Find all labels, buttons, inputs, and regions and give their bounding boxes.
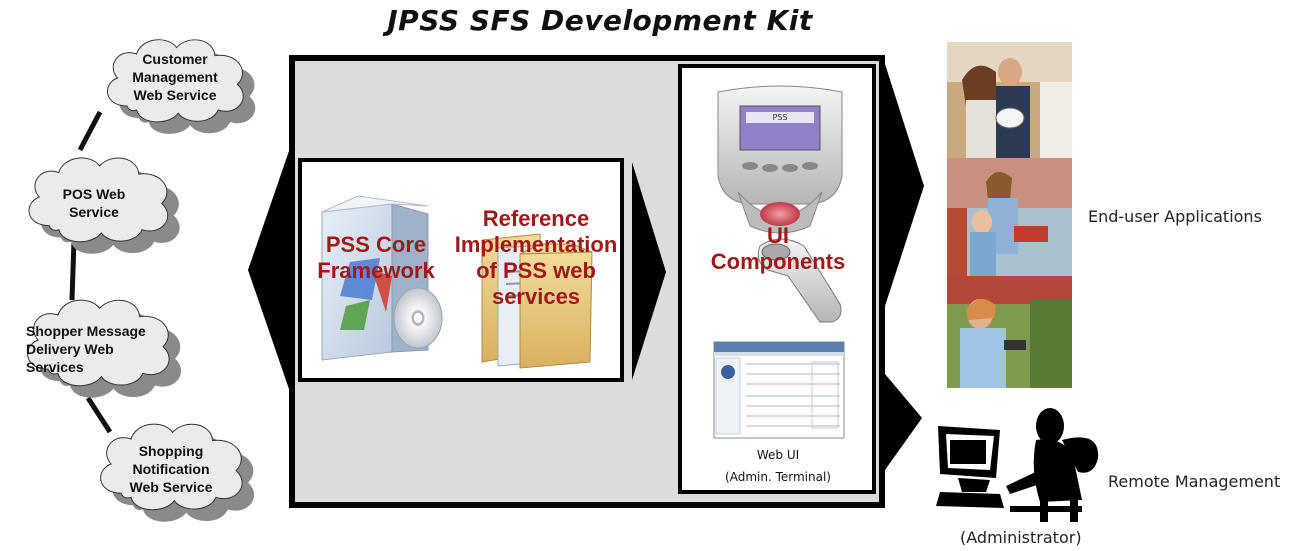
web-ui-label: Web UI (Admin. Terminal) <box>690 444 866 488</box>
pss-device-icon <box>717 85 843 234</box>
core-label-line: PSS Core <box>325 232 427 257</box>
service-label-shopper-message: Shopper Message Delivery Web Services <box>22 322 176 376</box>
service-label-line: Shopper Message <box>26 323 146 339</box>
service-label-line: Service <box>69 204 119 220</box>
ui-label-line: Components <box>710 249 846 274</box>
service-connectors <box>69 110 113 434</box>
service-label-line: Management <box>132 69 218 85</box>
administrator-icon <box>936 408 1099 522</box>
service-label-line: POS Web <box>62 186 126 202</box>
remote-management-label: Remote Management <box>1108 472 1281 491</box>
service-label-line: Services <box>26 359 84 375</box>
ui-label-line: UI <box>767 223 789 248</box>
service-label-line: Web Service <box>129 479 213 495</box>
core-framework-label: PSS Core Framework <box>306 232 446 284</box>
right-arrow-remote <box>885 374 922 470</box>
service-label-line: Customer <box>142 51 208 67</box>
service-label-line: Shopping <box>138 443 204 459</box>
connector-line <box>85 396 113 434</box>
administrator-label: (Administrator) <box>960 528 1082 547</box>
reference-label-line: services <box>491 284 581 309</box>
reference-label-line: Implementation <box>454 232 618 257</box>
web-ui-thumbnail <box>713 341 845 439</box>
connector-line <box>69 239 77 301</box>
service-label-line: Notification <box>132 461 210 477</box>
service-label-line: Delivery Web <box>26 341 114 357</box>
photo-shopper-1 <box>947 42 1072 158</box>
right-arrow-end-user <box>885 64 924 306</box>
reference-label-line: of PSS web <box>476 258 596 283</box>
web-ui-label-line: Web UI <box>756 448 800 462</box>
photo-shopper-3 <box>947 276 1072 388</box>
diagram-title: JPSS SFS Development Kit <box>387 4 813 37</box>
core-label-line: Framework <box>317 258 435 283</box>
scanner-icon <box>757 238 842 323</box>
reference-label-line: Reference <box>482 206 590 231</box>
folders-icon <box>481 233 593 369</box>
device-screen-text: PSS <box>772 113 788 122</box>
photo-shopper-2 <box>947 158 1072 276</box>
end-user-applications-label: End-user Applications <box>1088 207 1262 226</box>
connector-line <box>77 110 103 152</box>
reference-implementation-label: Reference Implementation of PSS web serv… <box>442 206 630 310</box>
service-label-pos-web-service: POS Web Service <box>24 185 164 221</box>
ui-components-label: UI Components <box>690 223 866 275</box>
service-label-customer-management: Customer Management Web Service <box>98 50 252 104</box>
service-label-line: Web Service <box>133 87 217 103</box>
left-arrow <box>248 148 290 392</box>
service-label-shopping-notification: Shopping Notification Web Service <box>100 442 242 496</box>
center-arrow <box>632 162 666 380</box>
web-ui-label-line: (Admin. Terminal) <box>725 470 831 484</box>
cd-icon <box>393 287 443 349</box>
